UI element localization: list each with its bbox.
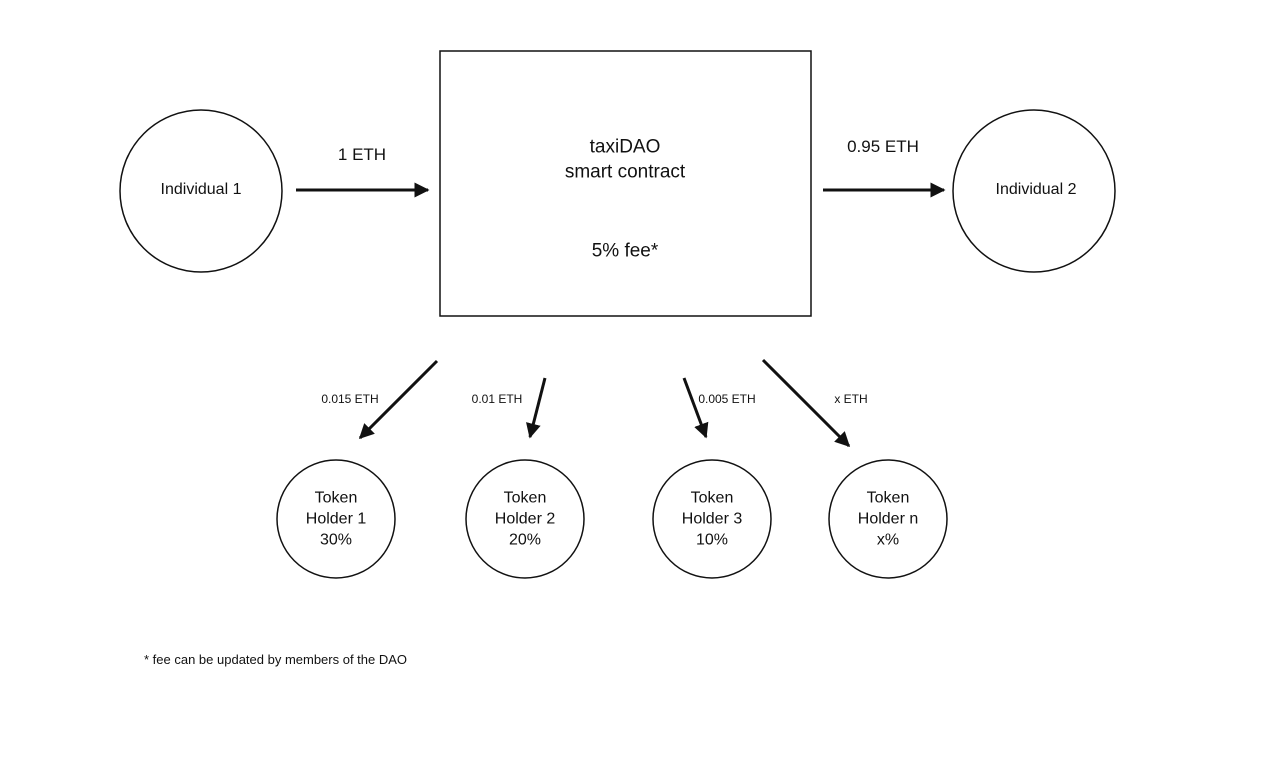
- token-holder-n-line2: Holder n: [857, 510, 919, 528]
- individual-2-node: [952, 109, 1116, 273]
- holder-2-flow-arrow: [526, 377, 547, 439]
- individual-1-node: [119, 109, 283, 273]
- individual-2-label: Individual 2: [995, 181, 1077, 198]
- holder-1-amount: 0.015 ETH: [321, 392, 379, 406]
- token-holder-n-share: x%: [876, 531, 900, 549]
- holder-3-flow-arrow: [682, 377, 709, 439]
- holder-1-flow-arrow: [358, 359, 439, 440]
- token-holder-3-line1: Token: [690, 489, 734, 507]
- holder-n-flow-arrow: [761, 358, 851, 448]
- holder-3-amount: 0.005 ETH: [698, 392, 756, 406]
- contract-fee-label: 5% fee*: [591, 240, 659, 262]
- individual-1-label: Individual 1: [160, 181, 242, 198]
- token-holder-1-line1: Token: [314, 489, 358, 507]
- token-holder-1-line2: Holder 1: [305, 510, 367, 528]
- token-holder-1-node: [276, 459, 396, 579]
- token-holder-2-line2: Holder 2: [494, 510, 556, 528]
- token-holder-2-line1: Token: [503, 489, 547, 507]
- fee-footnote: * fee can be updated by members of the D…: [144, 652, 408, 667]
- token-holder-2-share: 20%: [508, 531, 542, 549]
- token-holder-2-node: [465, 459, 585, 579]
- holder-n-amount: x ETH: [834, 392, 868, 406]
- contract-title-line1: taxiDAO: [589, 136, 661, 158]
- token-holder-3-line2: Holder 3: [681, 510, 743, 528]
- token-holder-3-share: 10%: [695, 531, 729, 549]
- in-flow-amount: 1 ETH: [337, 145, 387, 164]
- contract-title-line2: smart contract: [564, 161, 686, 183]
- token-holder-n-node: [828, 459, 948, 579]
- holder-2-amount: 0.01 ETH: [471, 392, 523, 406]
- token-holder-3-node: [652, 459, 772, 579]
- token-holder-1-share: 30%: [319, 531, 353, 549]
- token-holder-n-line1: Token: [866, 489, 910, 507]
- out-flow-amount: 0.95 ETH: [847, 137, 919, 156]
- smart-contract-box: [439, 50, 812, 317]
